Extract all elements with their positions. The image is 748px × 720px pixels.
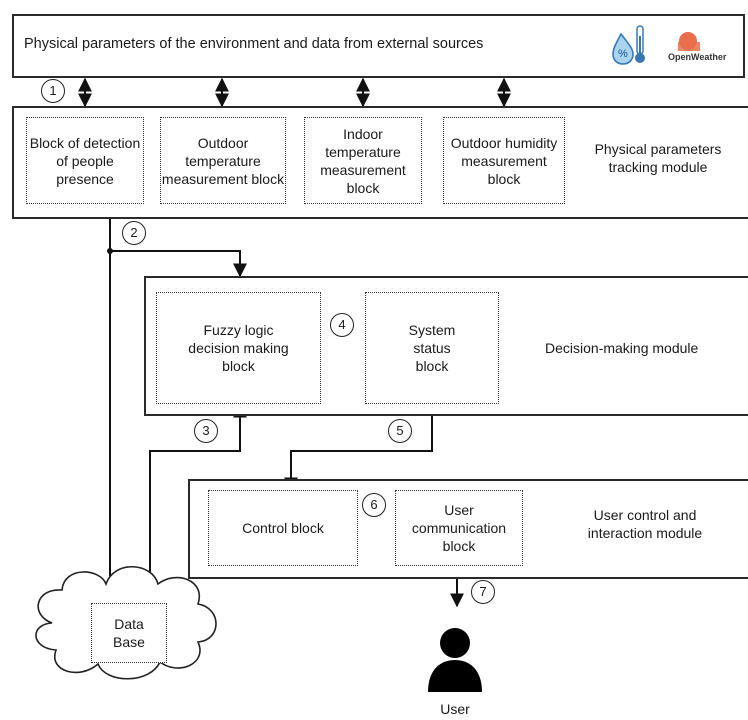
flow-step-1: 1 xyxy=(41,79,65,103)
control-block: Control block xyxy=(208,490,358,566)
indoor-temperature-block: Indoor temperature measurement block xyxy=(304,117,422,204)
people-presence-block: Block of detection of people presence xyxy=(26,117,144,204)
outdoor-temperature-block: Outdoor temperature measurement block xyxy=(160,117,286,204)
flow-step-5: 5 xyxy=(388,419,412,443)
decision-module-label: Decision-making module xyxy=(545,340,699,356)
user-icon xyxy=(428,628,482,692)
outdoor-temperature-block-label: Outdoor temperature measurement block xyxy=(161,134,285,187)
openweather-logo: OpenWeather xyxy=(666,28,738,66)
database-block: Data Base xyxy=(91,603,167,663)
outdoor-humidity-block: Outdoor humidity measurement block xyxy=(443,117,565,204)
svg-text:%: % xyxy=(618,48,628,60)
link-2-to-decision xyxy=(110,250,247,278)
database-label: Data Base xyxy=(113,616,145,650)
tracking-module-label: Physical parameters tracking module xyxy=(594,141,722,175)
fuzzy-logic-block-label: Fuzzy logic decision making block xyxy=(188,322,289,374)
indoor-temperature-block-label: Indoor temperature measurement block xyxy=(320,125,406,196)
flow-step-4: 4 xyxy=(330,313,354,337)
user-communication-block: User communication block xyxy=(395,490,523,566)
control-block-label: Control block xyxy=(242,520,324,536)
link-5-status-to-control xyxy=(284,405,433,492)
weather-sensor-icon: % xyxy=(607,22,655,70)
user-communication-block-label: User communication block xyxy=(411,502,507,554)
flow-step-7: 7 xyxy=(471,580,495,604)
system-status-block: System status block xyxy=(365,292,499,404)
flow-step-3: 3 xyxy=(194,419,218,443)
people-presence-block-label: Block of detection of people presence xyxy=(29,134,141,187)
user-label: User xyxy=(440,701,470,717)
openweather-logo-text: OpenWeather xyxy=(668,52,727,62)
fuzzy-logic-block: Fuzzy logic decision making block xyxy=(156,292,321,404)
banner-text: Physical parameters of the environment a… xyxy=(24,36,484,52)
system-status-block-label: System status block xyxy=(408,322,456,374)
flow-step-6: 6 xyxy=(362,493,386,517)
environment-banner: Physical parameters of the environment a… xyxy=(12,14,745,78)
interaction-module-label: User control and interaction module xyxy=(587,507,703,541)
outdoor-humidity-block-label: Outdoor humidity measurement block xyxy=(450,134,558,187)
link-3-database-to-fuzzy xyxy=(149,403,247,615)
flow-step-2: 2 xyxy=(122,221,146,245)
